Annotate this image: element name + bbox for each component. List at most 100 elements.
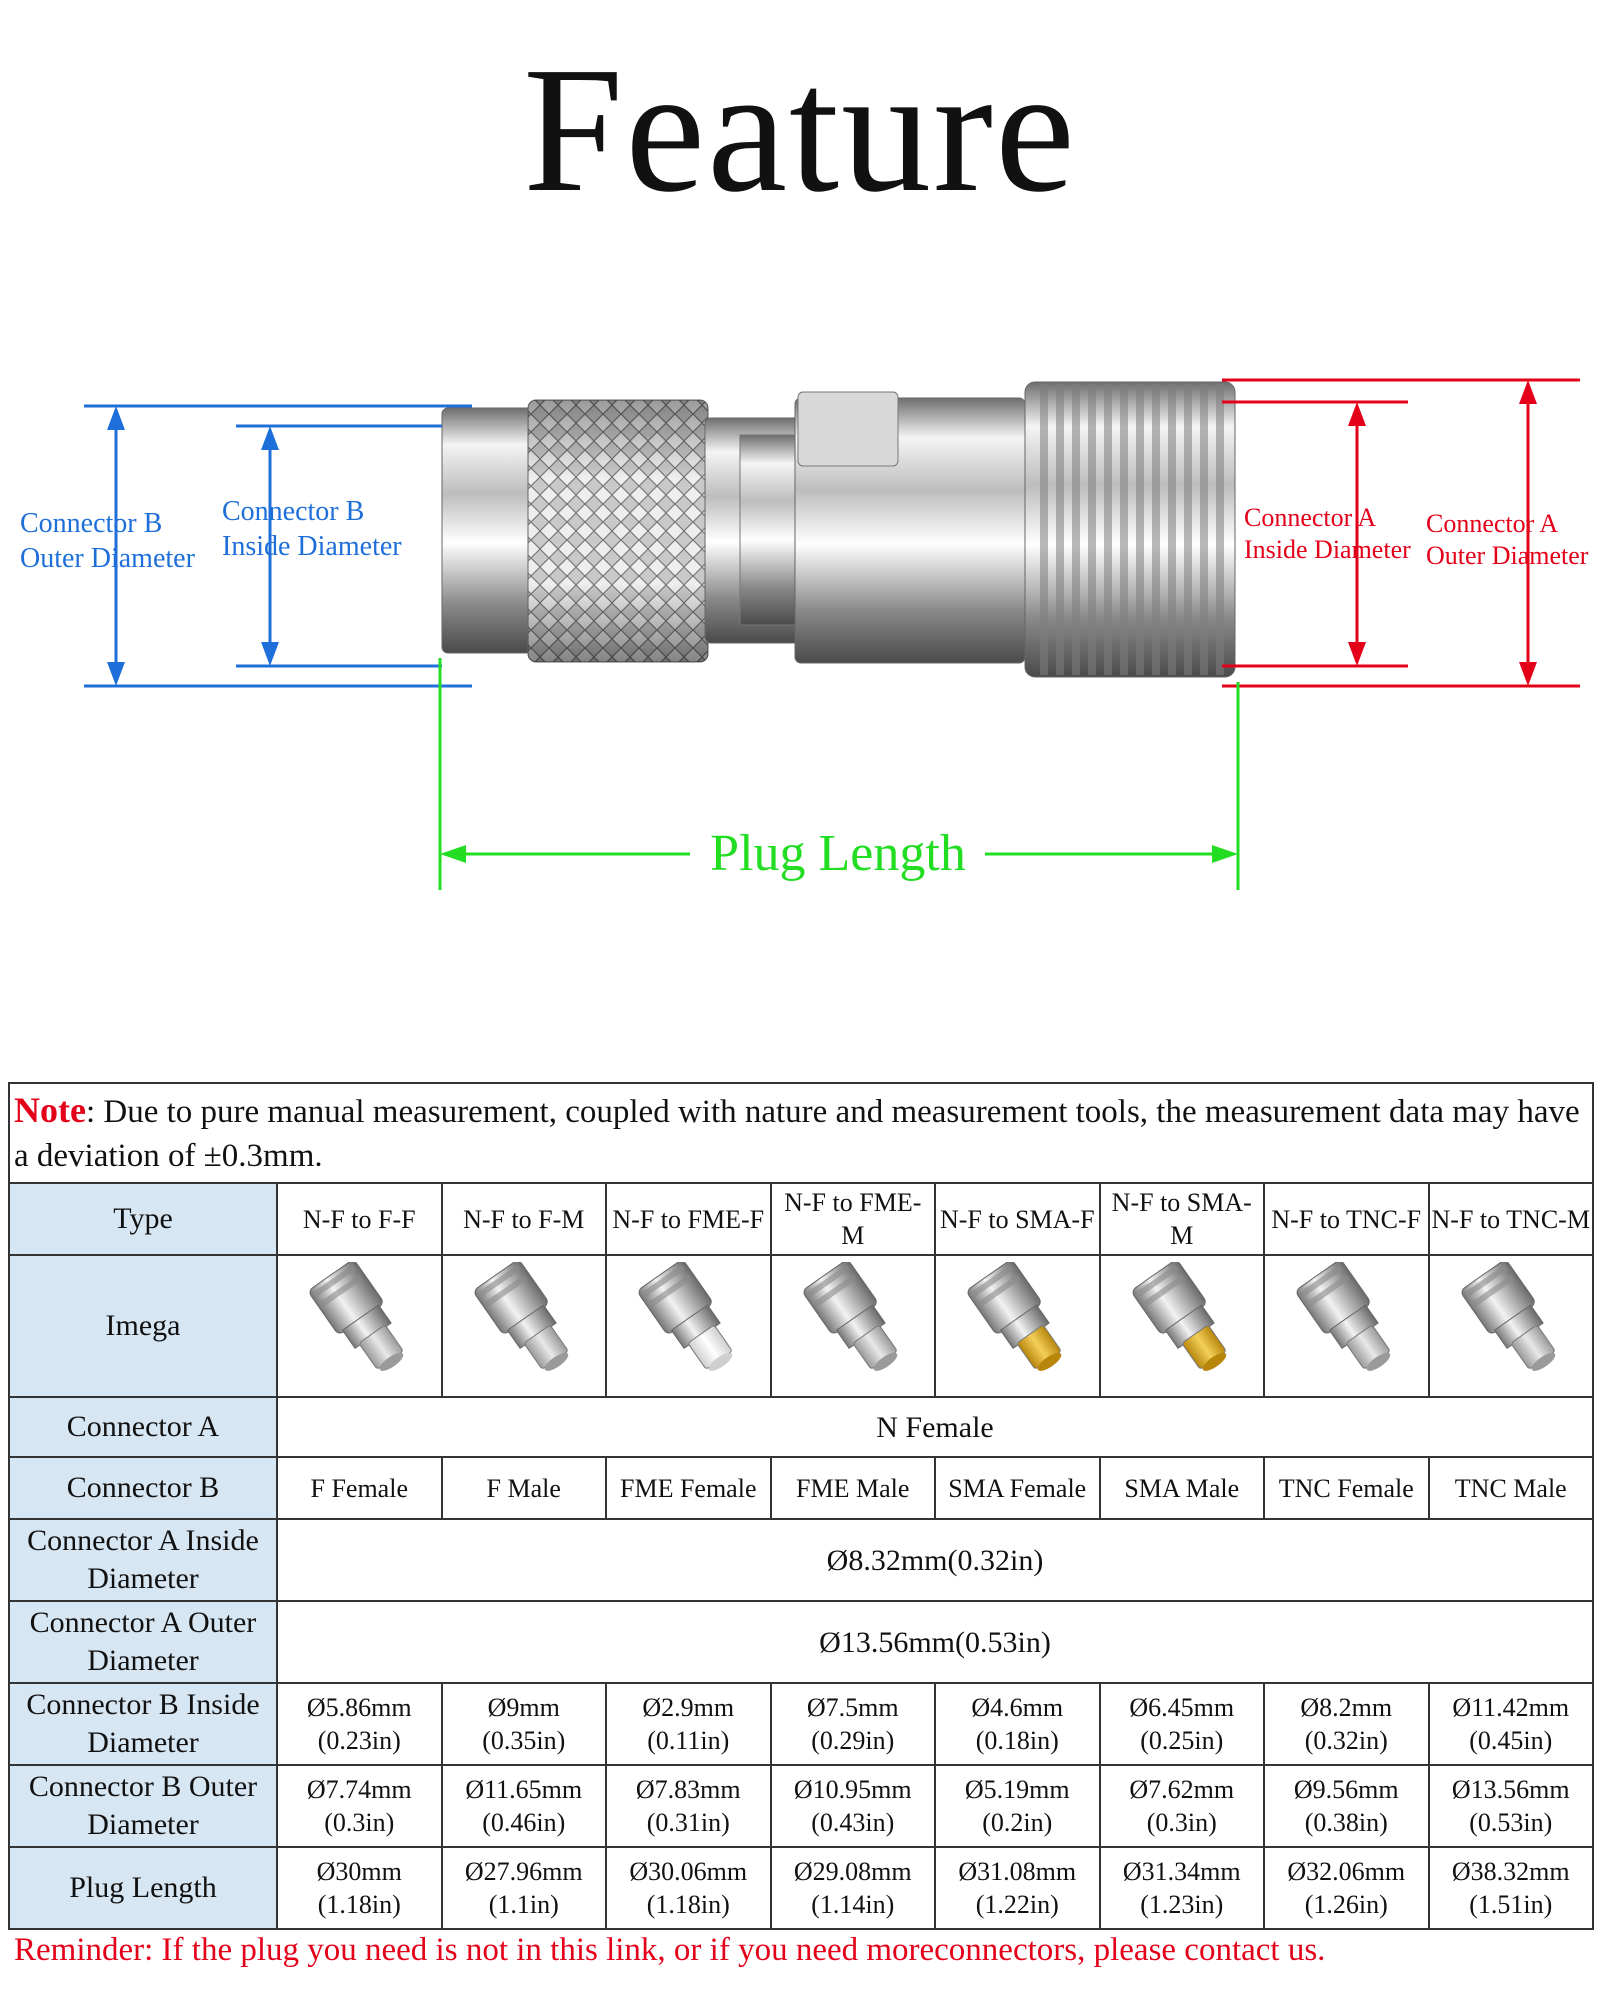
row-a_inside: Connector A Inside Diameter Ø8.32mm(0.32i… xyxy=(8,1518,1594,1602)
product-image-cell xyxy=(1427,1254,1594,1398)
spec-table: Note: Due to pure manual measurement, co… xyxy=(8,1082,1594,1930)
b-inside-cell: Ø9mm (0.35in) xyxy=(440,1682,607,1766)
product-image-cell xyxy=(605,1254,772,1398)
product-thumbnail xyxy=(1296,1262,1391,1371)
type-text: N-F to TNC-M xyxy=(1431,1204,1590,1234)
product-image-cell xyxy=(1098,1254,1265,1398)
length-mm: Ø31.08mm xyxy=(958,1857,1077,1886)
note-cell: Note: Due to pure manual measurement, co… xyxy=(8,1082,1594,1184)
type-text: N-F to SMA-F xyxy=(939,1204,1095,1234)
b-outer-in: (0.43in) xyxy=(811,1808,895,1837)
b-outer-mm: Ø7.83mm xyxy=(635,1775,741,1804)
connector-a-text: N Female xyxy=(876,1410,994,1444)
b-inside-cell: Ø6.45mm(0.25in) xyxy=(1098,1682,1265,1766)
b-outer-in: (0.3in) xyxy=(324,1808,395,1837)
b-inside-in: (0.45in) xyxy=(1469,1726,1553,1755)
product-thumbnail xyxy=(1461,1262,1556,1371)
product-thumbnail xyxy=(803,1262,898,1371)
product-thumbnail xyxy=(309,1262,404,1371)
a-inside-value: Ø8.32mm(0.32in) xyxy=(276,1518,1594,1602)
b-outer-in: (0.31in) xyxy=(646,1808,730,1837)
b-outer-mm: Ø11.65mm xyxy=(465,1775,583,1804)
length-mm: Ø29.08mm xyxy=(793,1857,912,1886)
b-outer-cell: Ø11.65mm (0.46in) xyxy=(440,1764,607,1848)
product-thumbnail xyxy=(1132,1262,1227,1371)
thread-ring xyxy=(1216,384,1224,675)
type-text: N-F to F-F xyxy=(302,1204,416,1234)
b-outer-in: (0.46in) xyxy=(482,1808,566,1837)
b-inside-mm: Ø9mm xyxy=(487,1693,560,1722)
thread-ring xyxy=(1136,384,1144,675)
connector-b-text: TNC Female xyxy=(1278,1473,1414,1503)
type-cell: N-F to SMA-M xyxy=(1098,1182,1265,1256)
length-in: (1.26in) xyxy=(1304,1890,1388,1919)
b-inside-in: (0.18in) xyxy=(975,1726,1059,1755)
b-outer-cell: Ø7.74mm (0.3in) xyxy=(276,1764,443,1848)
row-label-type: Type xyxy=(8,1182,278,1256)
thread-ring xyxy=(1088,384,1096,675)
note-row: Note: Due to pure manual measurement, co… xyxy=(8,1082,1594,1184)
b-outer-cell: Ø13.56mm (0.53in) xyxy=(1427,1764,1594,1848)
connector-b-cell: TNC Male xyxy=(1427,1456,1594,1520)
b-inside-in: (0.32in) xyxy=(1304,1726,1388,1755)
type-text: N-F to FME-M xyxy=(784,1188,922,1250)
type-cell: N-F to F-M xyxy=(440,1182,607,1256)
b-outer-cell: Ø7.83mm (0.31in) xyxy=(605,1764,772,1848)
length-mm: Ø30.06mm xyxy=(629,1857,748,1886)
connector-a-value: N Female xyxy=(276,1396,1594,1458)
connector-b-cell: TNC Female xyxy=(1263,1456,1430,1520)
label-b-inside: Connector B Inside Diameter xyxy=(222,496,402,562)
plug-length-dimension: Plug Length xyxy=(438,658,1240,890)
row-connector_a: Connector A N Female xyxy=(8,1396,1594,1458)
type-cell: N-F to TNC-M xyxy=(1427,1182,1594,1256)
connector-b-text: FME Male xyxy=(796,1473,910,1503)
connector-b-cell: FME Female xyxy=(605,1456,772,1520)
spec-table-wrapper: Note: Due to pure manual measurement, co… xyxy=(8,1082,1594,1930)
b-inside-mm: Ø4.6mm xyxy=(971,1693,1064,1722)
b-inside-in: (0.23in) xyxy=(317,1726,401,1755)
type-text: N-F to TNC-F xyxy=(1271,1204,1422,1234)
b-inside-mm: Ø8.2mm xyxy=(1300,1693,1393,1722)
row-image: Imega xyxy=(8,1254,1594,1398)
length-in: (1.23in) xyxy=(1140,1890,1224,1919)
b-outer-mm: Ø10.95mm xyxy=(793,1775,912,1804)
product-thumbnail xyxy=(474,1262,569,1371)
dimension-diagram: Connector B Outer Diameter Connector B I… xyxy=(20,378,1589,890)
row-label-a_outer: Connector A Outer Diameter xyxy=(8,1600,278,1684)
b-inside-in: (0.35in) xyxy=(482,1726,566,1755)
b-outer-cell: Ø5.19mm(0.2in) xyxy=(934,1764,1101,1848)
connector-b-dimensions: Connector B Outer Diameter Connector B I… xyxy=(20,404,472,688)
b-outer-mm: Ø5.19mm xyxy=(964,1775,1070,1804)
length-mm: Ø27.96mm xyxy=(464,1857,583,1886)
length-in: (1.51in) xyxy=(1469,1890,1553,1919)
b-inside-mm: Ø7.5mm xyxy=(806,1693,899,1722)
length-mm: Ø32.06mm xyxy=(1287,1857,1406,1886)
note-text: : Due to pure manual measurement, couple… xyxy=(14,1094,1580,1174)
thread-ring xyxy=(1040,384,1048,675)
row-label-connector_b: Connector B xyxy=(8,1456,278,1520)
b-outer-cell: Ø7.62mm(0.3in) xyxy=(1098,1764,1265,1848)
product-image-cell xyxy=(276,1254,443,1398)
row-label-b_outer: Connector B Outer Diameter xyxy=(8,1764,278,1848)
thread-ring xyxy=(1200,384,1208,675)
b-outer-in: (0.53in) xyxy=(1469,1808,1553,1837)
thread-ring xyxy=(1120,384,1128,675)
a-outer-value: Ø13.56mm(0.53in) xyxy=(276,1600,1594,1684)
b-outer-mm: Ø7.74mm xyxy=(306,1775,412,1804)
a-inside-text: Ø8.32mm(0.32in) xyxy=(826,1543,1044,1577)
row-label-a_inside: Connector A Inside Diameter xyxy=(8,1518,278,1602)
b-outer-in: (0.38in) xyxy=(1304,1808,1388,1837)
b-outer-mm: Ø13.56mm xyxy=(1451,1775,1570,1804)
product-image-cell xyxy=(934,1254,1101,1398)
b-inside-cell: Ø11.42mm(0.45in) xyxy=(1427,1682,1594,1766)
connector-b-cell: F Female xyxy=(276,1456,443,1520)
b-inside-mm: Ø2.9mm xyxy=(642,1693,735,1722)
note-label: Note xyxy=(14,1090,86,1130)
connector-a-dimensions: Connector A Inside Diameter Connector A … xyxy=(1222,378,1589,688)
connector-b-text: F Male xyxy=(486,1473,561,1503)
length-cell: Ø30.06mm(1.18in) xyxy=(605,1846,772,1930)
connector-illustration xyxy=(441,381,1236,678)
row-label-connector_a: Connector A xyxy=(8,1396,278,1458)
